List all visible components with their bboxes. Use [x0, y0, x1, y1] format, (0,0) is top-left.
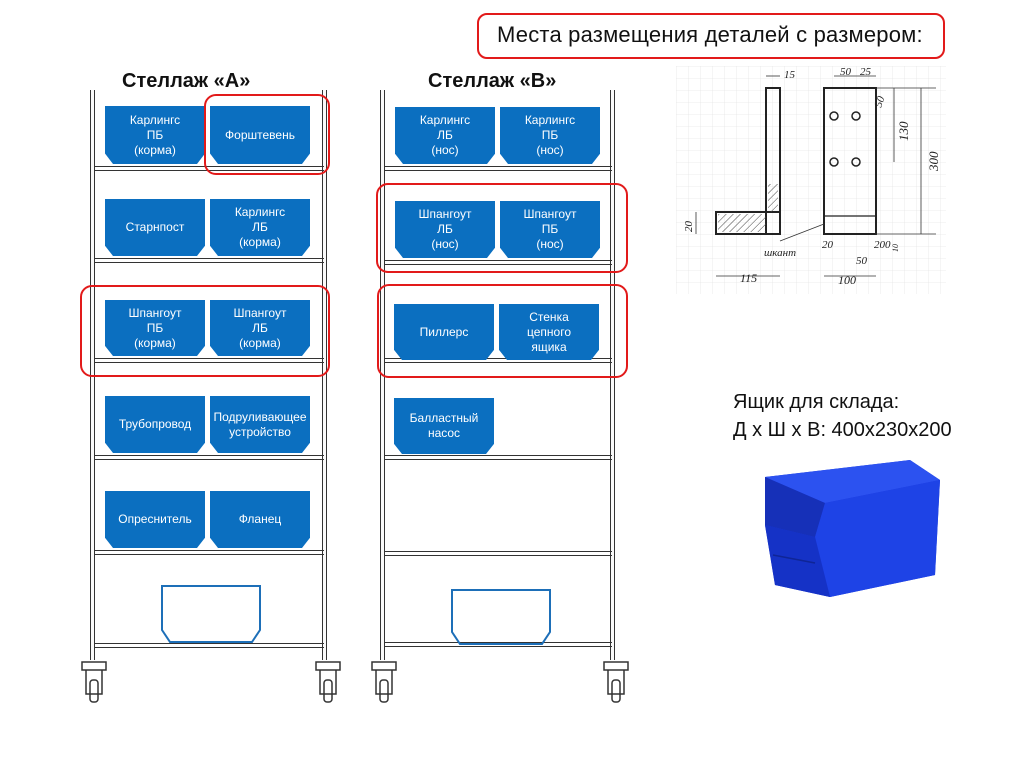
- bin-label: Карлингс ПБ (нос): [524, 113, 576, 157]
- rack-b-right-post: [610, 90, 615, 660]
- bin: Шпангоут ПБ (корма): [105, 300, 205, 356]
- dim-label: 20: [822, 239, 834, 251]
- dim-label: 200: [874, 239, 891, 251]
- rack-a-shelf-3: [94, 358, 324, 363]
- dowel-label: шкант: [764, 247, 796, 259]
- empty-bin-outline: [451, 589, 551, 645]
- dim-label: 50: [873, 94, 888, 109]
- empty-bin-outline: [161, 585, 261, 643]
- rack-b-shelf-5: [384, 551, 612, 556]
- bin-label: Фланец: [238, 512, 282, 526]
- rack-b-title: Стеллаж «В»: [428, 70, 557, 92]
- bin: Пиллерс: [394, 304, 494, 360]
- dim-label: 115: [740, 271, 757, 285]
- rack-b-shelf-2: [384, 260, 612, 265]
- bin: Балластный насос: [394, 398, 494, 454]
- bin: Карлингс ЛБ (нос): [395, 107, 495, 164]
- dim-label: 100: [838, 273, 856, 287]
- rack-b-shelf-1: [384, 166, 612, 171]
- page-title: Места размещения деталей с размером:: [497, 22, 923, 47]
- dim-label: 20: [683, 221, 695, 233]
- caster-wheel-icon: [315, 661, 341, 703]
- bin: Старнпост: [105, 199, 205, 256]
- highlight-forshteven: [204, 94, 330, 175]
- rack-b-shelf-6: [384, 642, 612, 647]
- highlight-rack-b-shelf-2: [376, 183, 628, 273]
- rack-a-title: Стеллаж «А»: [122, 70, 251, 92]
- dim-label: 300: [926, 151, 941, 172]
- caster-wheel-icon: [371, 661, 397, 703]
- bin-label: Трубопровод: [118, 417, 192, 431]
- rack-b-shelf-3: [384, 358, 612, 363]
- bin-label: Шпангоут ПБ (корма): [128, 305, 182, 350]
- bin: Шпангоут ЛБ (нос): [395, 201, 495, 258]
- bin-label: Шпангоут ЛБ (нос): [418, 207, 472, 251]
- bin-label: Карлингс ЛБ (корма): [234, 205, 286, 249]
- caster-wheel-icon: [603, 661, 629, 703]
- bin: Опреснитель: [105, 491, 205, 548]
- bin: Стенка цепного ящика: [499, 304, 599, 360]
- bin-label: Форштевень: [225, 127, 295, 142]
- dim-label: 25: [860, 66, 872, 78]
- bin-label: Подруливающее устройство: [213, 409, 307, 439]
- bin-label: Стенка цепного ящика: [527, 309, 571, 354]
- bin-label: Опреснитель: [118, 512, 192, 526]
- bin: Шпангоут ПБ (нос): [500, 201, 600, 258]
- rack-b: Стеллаж «В» Карлингс ЛБ (нос) Карлингс П…: [370, 68, 630, 708]
- caster-wheel-icon: [81, 661, 107, 703]
- storage-bin-image: [765, 460, 940, 597]
- bin: Трубопровод: [105, 396, 205, 453]
- highlight-rack-b-shelf-3: [377, 284, 628, 378]
- rack-a-shelf-5: [94, 550, 324, 555]
- dim-label: 50: [840, 66, 852, 78]
- rack-b-shelf-4: [384, 455, 612, 460]
- rack-a-shelf-6: [94, 643, 324, 648]
- rack-a-shelf-2: [94, 258, 324, 263]
- bin-label: Пиллерс: [419, 324, 469, 339]
- bin-label: Старнпост: [125, 220, 185, 234]
- dim-label: 15: [784, 69, 796, 81]
- part-technical-drawing: 15 50 25 50 130 300 20 20 200 10 50 115 …: [676, 66, 946, 294]
- bin: Подруливающее устройство: [210, 396, 310, 453]
- bin: Шпангоут ЛБ (корма): [210, 300, 310, 356]
- dim-label: 50: [856, 255, 868, 267]
- bin: Карлингс ПБ (корма): [105, 106, 205, 164]
- bin-label: Балластный насос: [409, 411, 479, 440]
- rack-a-shelf-4: [94, 455, 324, 460]
- bin-label: Карлингс ЛБ (нос): [419, 113, 471, 157]
- dim-label: 10: [891, 244, 900, 252]
- dim-label: 130: [896, 121, 911, 141]
- highlight-rack-a-shelf-3: [80, 285, 330, 377]
- storage-box-title: Ящик для склада:: [733, 391, 900, 413]
- bin-label: Карлингс ПБ (корма): [129, 112, 181, 157]
- storage-box-dimensions: Д х Ш х В: 400х230х200: [733, 419, 952, 441]
- bin: Карлингс ПБ (нос): [500, 107, 600, 164]
- bin: Фланец: [210, 491, 310, 548]
- bin-label: Шпангоут ПБ (нос): [523, 207, 577, 251]
- bin-label: Шпангоут ЛБ (корма): [233, 305, 287, 350]
- bin: Карлингс ЛБ (корма): [210, 199, 310, 256]
- title-highlight-frame: [477, 13, 945, 59]
- bin: Форштевень: [210, 106, 310, 164]
